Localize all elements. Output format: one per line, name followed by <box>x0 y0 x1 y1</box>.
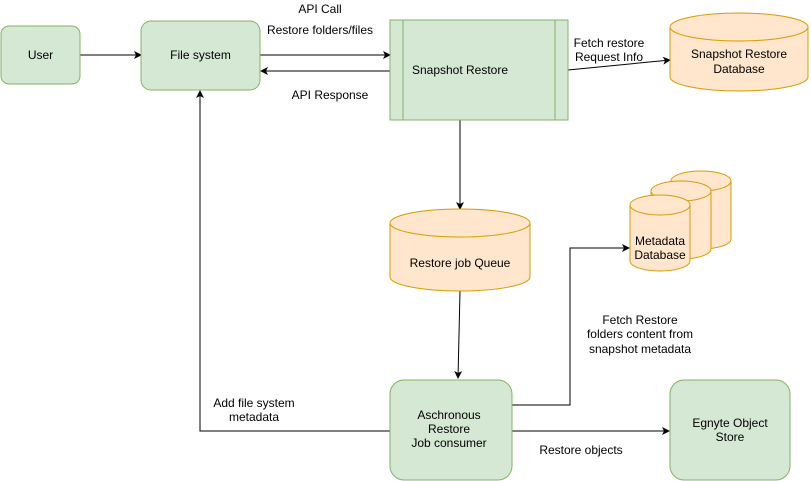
restore-queue-body <box>389 223 531 292</box>
snapshot-restore-label: Snapshot Restore <box>412 63 508 77</box>
label-fetch-content-line1: Fetch Restore <box>602 313 678 327</box>
label-add-metadata-line2: metadata <box>229 410 279 424</box>
label-fetch-content-line2: folders content from <box>587 327 693 341</box>
object-store-label-line1: Egnyte Object <box>692 416 768 430</box>
job-consumer-label-line1: Aschronous <box>417 408 480 422</box>
label-fetch-request-line1: Fetch restore <box>574 36 645 50</box>
edge-consumer-to-filesystem <box>196 90 390 432</box>
restore-queue-top <box>389 208 531 238</box>
job-consumer-label-line2: Restore <box>428 422 470 436</box>
object-store-label-line2: Store <box>716 430 745 444</box>
metadata-db-label-line1: Metadata <box>635 234 685 248</box>
label-api-call: API Call <box>298 2 341 16</box>
node-object-store: Egnyte Object Store <box>669 379 791 481</box>
label-restore-objects: Restore objects <box>539 443 622 457</box>
snapshot-db-label-line2: Database <box>713 62 765 76</box>
snapshot-db-label-line1: Snapshot Restore <box>691 47 787 61</box>
label-add-metadata-line1: Add file system <box>213 396 294 410</box>
node-snapshot-restore: Snapshot Restore <box>389 19 569 121</box>
file-system-label: File system <box>170 48 231 62</box>
user-label: User <box>28 48 53 62</box>
job-consumer-label-line3: Job consumer <box>411 436 486 450</box>
object-store-box <box>669 379 791 481</box>
job-consumer-box <box>389 379 513 481</box>
snapshot-restore-box <box>389 19 569 121</box>
edges <box>80 51 671 435</box>
edge-queue-to-consumer <box>454 290 463 379</box>
label-fetch-content-line3: snapshot metadata <box>589 342 691 356</box>
node-restore-queue: Restore job Queue <box>389 208 531 292</box>
edge-snapshot-to-db <box>567 56 671 71</box>
label-restore-folders: Restore folders/files <box>267 23 373 37</box>
node-metadata-db: Metadata Database <box>629 170 732 272</box>
snapshot-db-top <box>669 12 809 42</box>
edge-labels: API Call Restore folders/files API Respo… <box>213 2 693 457</box>
node-file-system: File system <box>140 20 261 91</box>
metadata-db-cylinder-front <box>629 194 691 272</box>
label-api-response: API Response <box>292 88 369 102</box>
restore-queue-label: Restore job Queue <box>410 256 511 270</box>
metadata-db-label-line2: Database <box>634 248 686 262</box>
user-box <box>0 25 81 85</box>
node-job-consumer: Aschronous Restore Job consumer <box>389 379 513 481</box>
snapshot-db-body <box>669 27 809 92</box>
file-system-box <box>140 20 261 91</box>
node-user: User <box>0 25 81 85</box>
node-snapshot-db: Snapshot Restore Database <box>669 12 809 92</box>
label-fetch-request-line2: Request Info <box>575 50 643 64</box>
edge-consumer-to-metadata <box>512 244 630 406</box>
